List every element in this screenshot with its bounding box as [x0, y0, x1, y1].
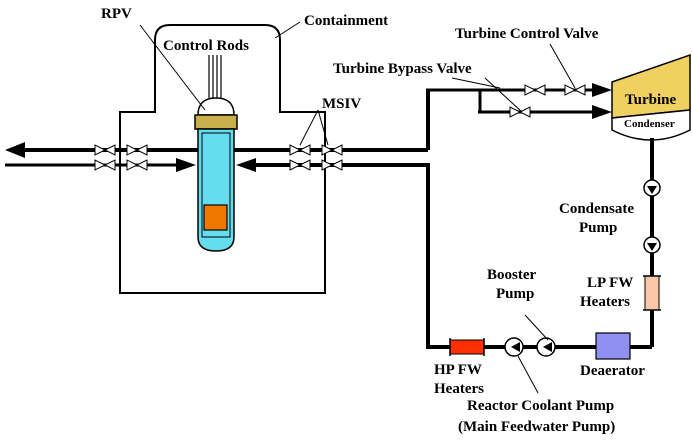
condensate-pump-upper — [643, 179, 661, 197]
reactor-pressure-vessel — [194, 97, 238, 252]
reactor-coolant-pump-label-1: Reactor Coolant Pump — [467, 398, 614, 414]
turbine-bypass-valves — [509, 106, 531, 118]
turbine-casing — [611, 53, 691, 119]
turbine-control-valve-label: Turbine Control Valve — [455, 26, 599, 42]
deaerator-tank — [595, 332, 631, 360]
condensate-pump-lower — [643, 236, 661, 254]
rpv-label: RPV — [101, 6, 132, 22]
vessel-dome — [197, 97, 235, 116]
condenser-label: Condenser — [624, 118, 675, 130]
control-rods — [208, 55, 222, 98]
hp-fw-heaters-label-2: Heaters — [434, 381, 484, 397]
reactor-coolant-pump-label-2: (Main Feedwater Pump) — [458, 419, 615, 435]
booster-pump — [536, 337, 556, 357]
vessel-body — [197, 128, 235, 252]
condensate-pump-label-2: Pump — [579, 220, 617, 236]
turbine-bypass-valve-label: Turbine Bypass Valve — [333, 61, 472, 77]
hp-fw-heater — [449, 338, 485, 356]
lp-fw-heaters-label-2: Heaters — [580, 294, 630, 310]
condenser-shell — [611, 109, 691, 141]
feedwater-check-valves — [94, 159, 343, 171]
condensate-pump-label-1: Condensate — [559, 201, 634, 217]
msiv-label: MSIV — [322, 96, 361, 112]
containment-label: Containment — [304, 13, 388, 29]
vessel-inner-wall — [201, 132, 231, 238]
control-rods-label: Control Rods — [163, 38, 249, 54]
leader-lines — [139, 21, 576, 394]
booster-pump-label-2: Pump — [496, 286, 534, 302]
reactor-core — [203, 204, 228, 231]
lp-fw-heaters-label-1: LP FW — [587, 275, 633, 291]
lp-fw-heater — [643, 275, 661, 311]
msiv-valves — [94, 144, 343, 156]
booster-pump-label-1: Booster — [487, 267, 536, 283]
feedwater-inlet-line — [5, 158, 652, 349]
hp-fw-heaters-label-1: HP FW — [434, 362, 482, 378]
vessel-head-flange — [194, 114, 238, 130]
deaerator-label: Deaerator — [580, 363, 645, 379]
turbine-control-valves — [524, 84, 586, 96]
turbine-bypass-line — [478, 90, 612, 119]
containment-outline — [119, 24, 326, 294]
turbine-unit: Turbine Condenser — [611, 53, 691, 141]
reactor-coolant-pump — [504, 337, 524, 357]
turbine-label: Turbine — [625, 92, 676, 108]
